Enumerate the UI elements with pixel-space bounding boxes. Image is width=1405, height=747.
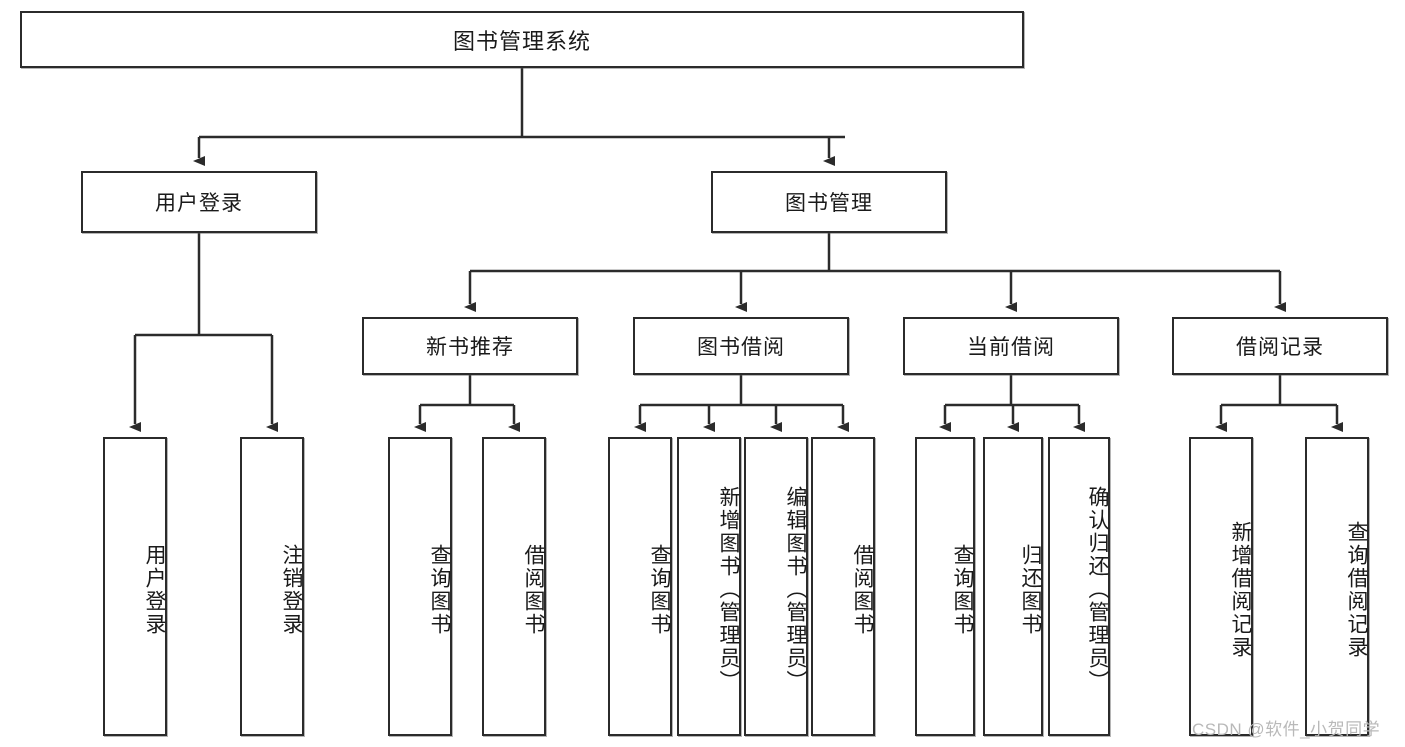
node-leaf-query-record-label: 查询借阅记录 xyxy=(1345,520,1368,659)
node-leaf-logout-login[interactable]: 注销登录 xyxy=(240,437,304,736)
node-user-login[interactable]: 用户登录 xyxy=(81,171,317,233)
node-leaf-edit-book[interactable]: 编辑图书（管理员） xyxy=(744,437,808,736)
node-leaf-query-book-2-label: 查询图书 xyxy=(648,543,671,636)
node-book-borrow-label: 图书借阅 xyxy=(697,336,785,359)
node-new-book-recommend-label: 新书推荐 xyxy=(426,336,514,359)
node-leaf-borrow-book-1-label: 借阅图书 xyxy=(522,543,545,636)
node-book-borrow[interactable]: 图书借阅 xyxy=(633,317,849,375)
node-leaf-confirm-return[interactable]: 确认归还（管理员） xyxy=(1048,437,1110,736)
node-leaf-logout-login-label: 注销登录 xyxy=(280,543,303,636)
node-borrow-record[interactable]: 借阅记录 xyxy=(1172,317,1388,375)
node-leaf-confirm-return-label: 确认归还（管理员） xyxy=(1086,486,1109,693)
node-leaf-return-book[interactable]: 归还图书 xyxy=(983,437,1043,736)
watermark-text: CSDN @软件_小贺同学 xyxy=(1192,720,1381,739)
node-leaf-query-record[interactable]: 查询借阅记录 xyxy=(1305,437,1369,736)
node-user-login-label: 用户登录 xyxy=(155,192,243,215)
node-root[interactable]: 图书管理系统 xyxy=(20,11,1024,68)
node-current-borrow[interactable]: 当前借阅 xyxy=(903,317,1119,375)
node-root-label: 图书管理系统 xyxy=(452,28,591,54)
node-leaf-borrow-book-2-label: 借阅图书 xyxy=(851,543,874,636)
node-borrow-record-label: 借阅记录 xyxy=(1236,336,1324,359)
node-book-manage[interactable]: 图书管理 xyxy=(711,171,947,233)
node-leaf-add-record-label: 新增借阅记录 xyxy=(1229,520,1252,659)
node-leaf-query-book-2[interactable]: 查询图书 xyxy=(608,437,672,736)
node-leaf-edit-book-label: 编辑图书（管理员） xyxy=(784,486,807,693)
node-leaf-add-book-label: 新增图书（管理员） xyxy=(717,486,740,693)
node-leaf-query-book-1-label: 查询图书 xyxy=(428,543,451,636)
node-leaf-return-book-label: 归还图书 xyxy=(1019,543,1042,636)
node-leaf-borrow-book-2[interactable]: 借阅图书 xyxy=(811,437,875,736)
node-leaf-user-login[interactable]: 用户登录 xyxy=(103,437,167,736)
node-new-book-recommend[interactable]: 新书推荐 xyxy=(362,317,578,375)
node-leaf-borrow-book-1[interactable]: 借阅图书 xyxy=(482,437,546,736)
node-current-borrow-label: 当前借阅 xyxy=(967,336,1055,359)
node-leaf-add-book[interactable]: 新增图书（管理员） xyxy=(677,437,741,736)
node-leaf-query-book-3-label: 查询图书 xyxy=(951,543,974,636)
node-book-manage-label: 图书管理 xyxy=(785,192,873,215)
node-leaf-add-record[interactable]: 新增借阅记录 xyxy=(1189,437,1253,736)
node-leaf-query-book-1[interactable]: 查询图书 xyxy=(388,437,452,736)
node-leaf-user-login-label: 用户登录 xyxy=(143,543,166,636)
node-leaf-query-book-3[interactable]: 查询图书 xyxy=(915,437,975,736)
